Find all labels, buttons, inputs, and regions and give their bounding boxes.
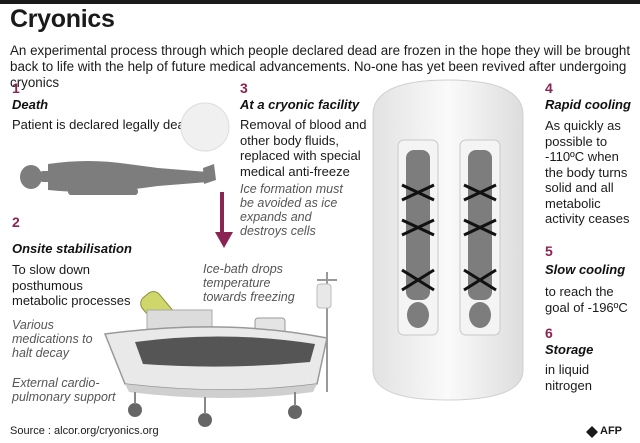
step-6-heading: Storage — [545, 342, 594, 357]
step-4-body: As quickly as possible to -110ºC when th… — [545, 118, 630, 226]
step-5-number: 5 — [545, 243, 553, 259]
ice-formation-note: Ice formation must be avoided as ice exp… — [240, 182, 343, 238]
ice-bath-note: Ice-bath drops temperature towards freez… — [203, 262, 295, 304]
step-3-number: 3 — [240, 80, 248, 96]
step-4-number: 4 — [545, 80, 553, 96]
agency-credit: AFP — [600, 425, 622, 437]
process-arrow-icon — [215, 192, 233, 248]
medications-note: Various medications to halt decay — [12, 318, 93, 360]
intro-text: An experimental process through which pe… — [10, 43, 631, 90]
afp-logo-icon — [586, 426, 598, 438]
step-6-body: in liquid nitrogen — [545, 362, 592, 393]
step-3-heading: At a cryonic facility — [240, 97, 360, 112]
deceased-body-illustration — [20, 161, 216, 195]
watermark-decoration — [180, 102, 230, 152]
step-2-number: 2 — [12, 214, 20, 230]
step-1-body: Patient is declared legally dead — [12, 117, 192, 132]
step-1-heading: Death — [12, 97, 49, 112]
step-1-number: 1 — [12, 80, 20, 96]
step-4-heading: Rapid cooling — [545, 97, 631, 112]
step-2-heading: Onsite stabilisation — [12, 241, 132, 256]
cryostorage-tank-illustration — [372, 79, 524, 401]
page-title: Cryonics — [10, 5, 115, 33]
step-5-heading: Slow cooling — [545, 262, 626, 277]
step-6-number: 6 — [545, 325, 553, 341]
top-rule — [0, 0, 640, 4]
source-line: Source : alcor.org/cryonics.org — [10, 425, 159, 437]
step-3-body: Removal of blood and other body fluids, … — [240, 117, 367, 179]
step-2-body: To slow down posthumous metabolic proces… — [12, 262, 131, 308]
ice-bath-stretcher-illustration — [103, 272, 337, 427]
step-5-body: to reach the goal of -196ºC — [545, 284, 628, 315]
cardio-support-note: External cardio-pulmonary support — [12, 376, 116, 404]
